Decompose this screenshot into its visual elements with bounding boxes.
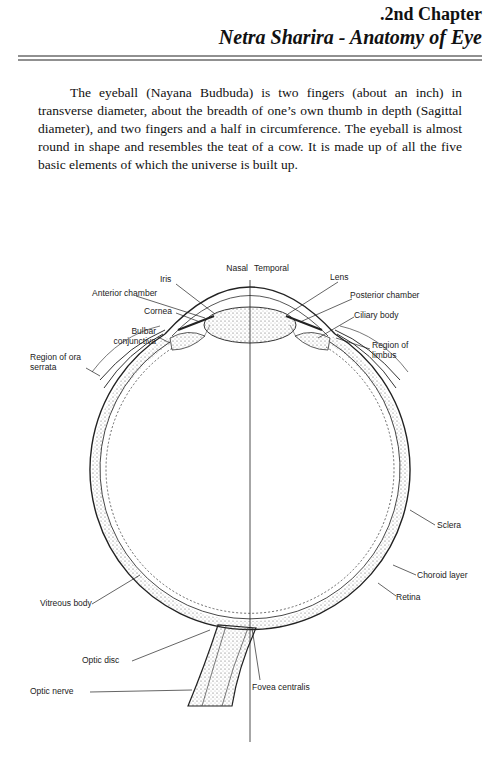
part-label: Vitreous body: [40, 598, 110, 608]
part-label: Cornea: [144, 306, 178, 316]
part-label: Choroid layer: [417, 570, 487, 580]
part-label: Retina: [396, 592, 436, 602]
part-label: Iris: [160, 274, 180, 284]
part-label: Lens: [330, 272, 360, 282]
part-label: Region of ora serrata: [30, 352, 100, 372]
part-label: Anterior chamber: [92, 288, 172, 298]
chapter-number: .2nd Chapter: [380, 4, 482, 25]
part-label: Optic nerve: [30, 686, 90, 696]
part-label: Ciliary body: [354, 310, 424, 320]
part-label: Region of limbus: [372, 340, 422, 360]
part-label: Posterior chamber: [350, 290, 440, 300]
part-label: Fovea centralis: [252, 682, 332, 692]
part-label: Sclera: [437, 520, 477, 530]
axis-label: Nasal: [222, 263, 248, 273]
part-label: Bulbar conjunctiva: [96, 326, 156, 346]
axis-label: Temporal: [254, 263, 294, 273]
chapter-title: Netra Sharira - Anatomy of Eye: [219, 26, 482, 49]
part-label: Optic disc: [82, 655, 132, 665]
body-paragraph: The eyeball (Nayana Budbuda) is two fing…: [38, 84, 462, 174]
